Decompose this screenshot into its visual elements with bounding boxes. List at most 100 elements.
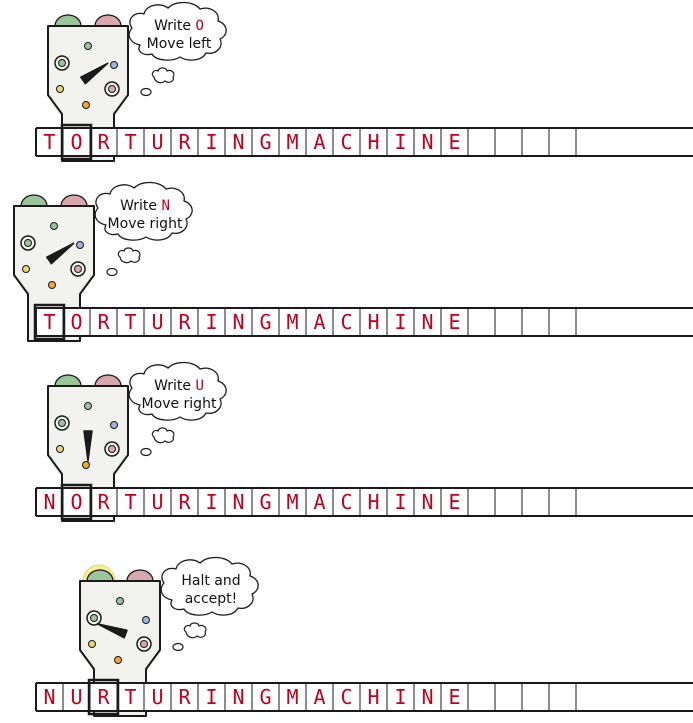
thought-bubble: Write N Move right: [95, 182, 192, 275]
indicator-dot-icon: [51, 223, 58, 230]
indicator-dot-icon: [77, 242, 84, 249]
tape-symbol: A: [313, 130, 325, 154]
indicator-dot-icon: [85, 43, 92, 50]
state-light-green-icon: [55, 15, 81, 26]
tape-symbol: H: [367, 310, 379, 334]
tape-symbol: M: [286, 685, 298, 709]
tape-symbol: M: [286, 490, 298, 514]
dial-center-icon: [75, 266, 82, 273]
dial-center-icon: [109, 86, 116, 93]
dial-center-icon: [59, 420, 66, 427]
tape-symbol: R: [178, 130, 191, 154]
tape-symbol: U: [151, 310, 163, 334]
indicator-dot-icon: [23, 266, 30, 273]
tape-symbol: M: [286, 130, 298, 154]
tape-symbol: N: [421, 310, 433, 334]
thought-symbol: U: [195, 378, 203, 394]
tape-symbol: N: [232, 310, 244, 334]
thought-puff-icon: [118, 248, 140, 263]
dial-center-icon: [25, 240, 32, 247]
dial-center-icon: [59, 60, 66, 67]
indicator-dot-icon: [49, 282, 56, 289]
thought-puff-icon: [173, 644, 183, 651]
tape: NORTURINGMACHINE: [36, 488, 693, 516]
thought-line-2: Move right: [142, 396, 217, 412]
tape-symbol: E: [448, 490, 460, 514]
indicator-dot-icon: [117, 598, 124, 605]
tape-symbol: R: [178, 685, 191, 709]
tape-symbol: I: [205, 490, 217, 514]
tape-symbol: A: [313, 310, 325, 334]
indicator-dot-icon: [57, 86, 64, 93]
thought-line-1: Write O: [154, 18, 204, 34]
tape-symbol: N: [232, 685, 244, 709]
thought-line-2: Move right: [108, 216, 183, 232]
state-light-green-icon: [55, 375, 81, 386]
tape-symbol: N: [232, 490, 244, 514]
tape-symbol: G: [259, 490, 271, 514]
thought-action: Write: [120, 198, 161, 214]
state-light-pink-icon: [127, 570, 153, 581]
step-1: TORTURINGMACHINEWrite OMove left: [36, 2, 693, 161]
tape-symbol: I: [205, 130, 217, 154]
thought-puff-icon: [184, 623, 206, 638]
thought-line-1: Write N: [120, 198, 170, 214]
needle-pivot-icon: [51, 254, 57, 260]
indicator-dot-icon: [83, 462, 90, 469]
tape-symbol: C: [340, 685, 352, 709]
tape-symbol: G: [259, 310, 271, 334]
indicator-dot-icon: [83, 102, 90, 109]
thought-line-1: Write U: [154, 378, 204, 394]
tape: TORTURINGMACHINE: [36, 128, 693, 156]
thought-symbol: O: [195, 18, 203, 34]
indicator-dot-icon: [57, 446, 64, 453]
tape-symbol: G: [259, 130, 271, 154]
indicator-dot-icon: [143, 617, 150, 624]
tape-symbol: N: [421, 490, 433, 514]
tape-symbol: M: [286, 310, 298, 334]
tape-symbol: H: [367, 490, 379, 514]
tape-symbol: O: [70, 310, 82, 334]
thought-action: Write: [154, 18, 195, 34]
tape-symbol: H: [367, 130, 379, 154]
tape-symbol: R: [97, 685, 110, 709]
tape-symbol: I: [205, 310, 217, 334]
state-light-pink-icon: [95, 375, 121, 386]
tape-symbol: R: [97, 130, 110, 154]
tape-symbol: N: [421, 685, 433, 709]
tape-symbol: C: [340, 130, 352, 154]
dial-center-icon: [91, 615, 98, 622]
tape-symbol: T: [124, 130, 136, 154]
state-light-green-icon: [21, 195, 47, 206]
tape-symbol: T: [124, 685, 136, 709]
needle-pivot-icon: [85, 434, 91, 440]
thought-bubble: Halt andaccept!: [161, 557, 258, 650]
tape-symbol: U: [70, 685, 82, 709]
tape-symbol: U: [151, 490, 163, 514]
tape-symbol: R: [97, 490, 110, 514]
dial-center-icon: [109, 446, 116, 453]
tape-symbol: T: [43, 310, 55, 334]
thought-puff-icon: [141, 449, 151, 456]
step-4: NURTURINGMACHINEHalt andaccept!: [36, 557, 693, 716]
thought-puff-icon: [152, 428, 174, 443]
tape-symbol: G: [259, 685, 271, 709]
tape-symbol: N: [43, 685, 55, 709]
indicator-dot-icon: [89, 641, 96, 648]
tape-symbol: E: [448, 130, 460, 154]
thought-bubble: Write U Move right: [129, 362, 226, 455]
state-light-pink-icon: [61, 195, 87, 206]
tape-symbol: N: [232, 130, 244, 154]
tape-symbol: T: [43, 130, 55, 154]
tape-symbol: R: [97, 310, 110, 334]
thought-line-1: Halt and: [181, 573, 240, 589]
tape-symbol: H: [367, 685, 379, 709]
tape-symbol: I: [394, 130, 406, 154]
tape-symbol: I: [394, 310, 406, 334]
tape-symbol: T: [124, 490, 136, 514]
thought-puff-icon: [141, 89, 151, 96]
